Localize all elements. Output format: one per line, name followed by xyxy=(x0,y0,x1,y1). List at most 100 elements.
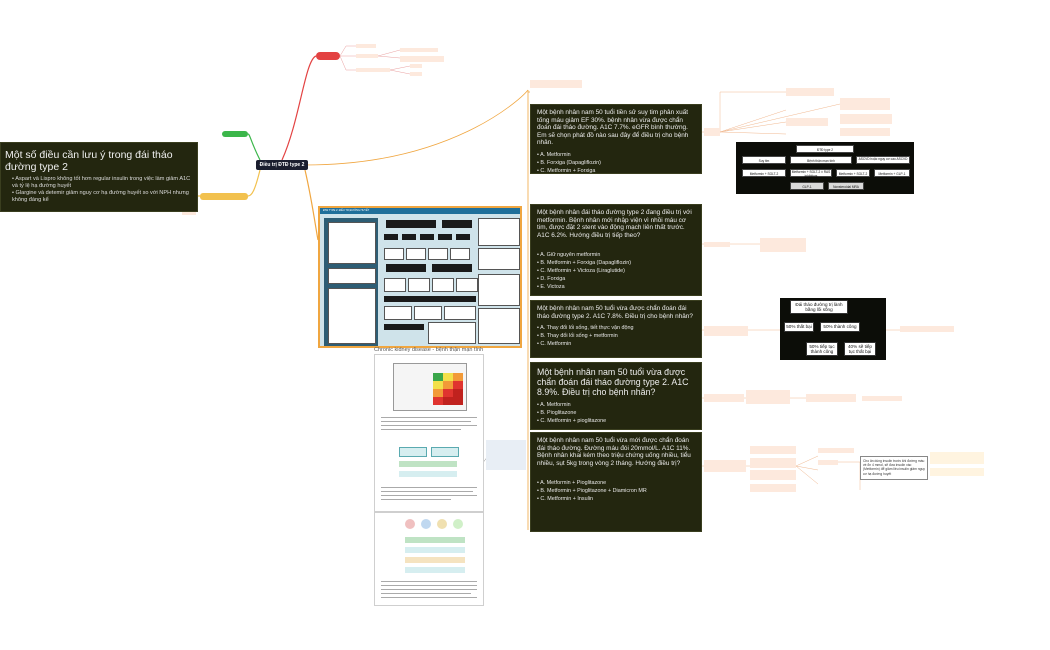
case5-sub-note[interactable] xyxy=(750,470,796,480)
case3-answer-note[interactable] xyxy=(704,326,748,336)
text-line xyxy=(381,421,471,422)
flow-ascvd[interactable]: ASCVD hoặc nguy cơ cao ASCVD xyxy=(856,156,910,164)
case5-sub-note[interactable] xyxy=(750,446,796,454)
figure-icon xyxy=(453,519,463,529)
ckd-guideline-page[interactable] xyxy=(374,354,484,512)
flow-glp1[interactable]: GLP-1 xyxy=(790,182,824,190)
case4-sub-note[interactable] xyxy=(746,390,790,404)
red-subnode[interactable] xyxy=(356,54,378,58)
case-card-4[interactable]: Một bệnh nhân nam 50 tuổi vừa được chẩn … xyxy=(530,362,702,430)
case5-sub-note[interactable] xyxy=(930,452,984,464)
red-subnode[interactable] xyxy=(356,68,390,72)
heatmap-cell xyxy=(453,397,463,405)
poster-title: ĐTĐ TYPE 2: ĐIỀU TRỊ ĐƯỜNG HUYẾT xyxy=(320,208,520,214)
case-option[interactable]: B. Forxiga (Dapagliflozin) xyxy=(537,159,695,167)
case-card-2[interactable]: Một bệnh nhân đái tháo đường type 2 đang… xyxy=(530,204,702,296)
case-option[interactable]: A. Metformin xyxy=(537,151,695,159)
case-question: Một bệnh nhân nam 50 tuổi vừa mới được c… xyxy=(537,437,691,467)
poster-box xyxy=(428,322,476,344)
heatmap-cell xyxy=(443,373,453,381)
case-option[interactable]: B. Pioglitazone xyxy=(537,409,695,417)
flow-mra[interactable]: Nonsteroidal MRA xyxy=(828,182,864,190)
case-header-note[interactable] xyxy=(530,80,582,88)
poster-box xyxy=(478,308,520,344)
case1-sub-note[interactable] xyxy=(840,128,890,136)
ladder-continue-success[interactable]: 50% tiếp tục thành công xyxy=(806,342,838,356)
case1-sub-note[interactable] xyxy=(786,118,828,126)
case-options: A. Metformin + Pioglitazone B. Metformin… xyxy=(537,479,695,503)
flow-option[interactable]: Metformin + SGLT-2 xyxy=(836,169,870,177)
ladder-top[interactable]: Đái tháo đường trị lành bằng lối sống xyxy=(790,300,848,314)
case-options: A. Metformin B. Pioglitazone C. Metformi… xyxy=(537,401,695,425)
red-branch-node[interactable] xyxy=(316,52,340,60)
case3-sub-note[interactable] xyxy=(900,326,954,332)
red-subnode[interactable] xyxy=(400,56,444,62)
case5-sub-note[interactable] xyxy=(750,458,796,468)
case-option[interactable]: A. Metformin xyxy=(537,401,695,409)
ladder-continue-fail[interactable]: 40% sẽ tiếp tục thất bại xyxy=(844,342,876,356)
case4-sub-note[interactable] xyxy=(806,394,856,402)
red-subnode[interactable] xyxy=(356,44,376,48)
ladder-success[interactable]: 50% thành công xyxy=(820,322,860,332)
ckd-title: Chronic kidney disease - bệnh thận mạn t… xyxy=(374,347,484,353)
figure-icon xyxy=(421,519,431,529)
treatment-algorithm-poster[interactable]: ĐTĐ TYPE 2: ĐIỀU TRỊ ĐƯỜNG HUYẾT xyxy=(318,206,522,348)
case-option[interactable]: B. Thay đổi lối sống + metformin xyxy=(537,332,695,340)
case-option[interactable]: C. Metformin xyxy=(537,340,695,348)
yellow-branch-node[interactable] xyxy=(200,193,248,200)
poster-node xyxy=(442,220,472,228)
green-branch-node[interactable] xyxy=(222,131,248,137)
case-option[interactable]: C. Metformin + pioglitazone xyxy=(537,417,695,425)
case4-sub-note[interactable] xyxy=(862,396,902,401)
case5-sub-note[interactable] xyxy=(750,484,796,492)
insulin-note[interactable]: Cho ăn dùng insulin trước khi đường máu … xyxy=(860,456,928,480)
case4-answer-note[interactable] xyxy=(704,394,744,402)
heatmap-cell xyxy=(453,373,463,381)
case1-sub-note[interactable] xyxy=(840,114,892,124)
case-option[interactable]: C. Metformin + Victoza (Liraglutide) xyxy=(537,267,695,275)
case5-answer-note[interactable] xyxy=(704,460,746,472)
flow-option[interactable]: Metformin + SGLT-2 xyxy=(742,169,786,177)
red-subnode[interactable] xyxy=(400,48,438,52)
case-option[interactable]: C. Metformin + Insulin xyxy=(537,495,695,503)
central-topic-node[interactable]: Điều trị ĐTĐ type 2 xyxy=(256,160,308,170)
case5-sub-note[interactable] xyxy=(818,448,854,453)
heatmap-cell xyxy=(433,397,443,405)
case-option[interactable]: A. Giữ nguyên metformin xyxy=(537,251,695,259)
figure-row xyxy=(405,557,465,563)
poster-box xyxy=(478,248,520,270)
case2-sub-note[interactable] xyxy=(760,238,806,252)
red-subnode[interactable] xyxy=(410,72,422,76)
case-question: Một bệnh nhân đái tháo đường type 2 đang… xyxy=(537,209,692,239)
case-card-5[interactable]: Một bệnh nhân nam 50 tuổi vừa mới được c… xyxy=(530,432,702,532)
case-option[interactable]: B. Metformin + Pioglitazone + Diamicron … xyxy=(537,487,695,495)
case-option[interactable]: D. Forxiga xyxy=(537,275,695,283)
case-option[interactable]: C. Metformin + Forxiga xyxy=(537,167,695,175)
case-card-1[interactable]: Một bệnh nhân nam 50 tuổi tiền sử suy ti… xyxy=(530,104,702,174)
flow-option[interactable]: Metformin + GLP-1 xyxy=(874,169,910,177)
case-option[interactable]: B. Metformin + Forxiga (Dapagliflozin) xyxy=(537,259,695,267)
poster-box xyxy=(328,288,376,344)
flow-top[interactable]: ĐTĐ type 2 xyxy=(796,145,854,153)
case-option[interactable]: E. Victoza xyxy=(537,283,695,291)
case-options: A. Metformin B. Forxiga (Dapagliflozin) … xyxy=(537,151,695,175)
case-card-3[interactable]: Một bệnh nhân nam 50 tuổi vừa được chẩn … xyxy=(530,300,702,358)
ckd-figure-page[interactable] xyxy=(374,512,484,606)
case1-sub-note[interactable] xyxy=(840,98,890,110)
red-subnode[interactable] xyxy=(410,64,422,68)
flow-ckd[interactable]: Bệnh thận mạn tính xyxy=(790,156,852,164)
case-option[interactable]: A. Thay đổi lối sống, tiết thực vận động xyxy=(537,324,695,332)
left-note-tag[interactable] xyxy=(182,212,196,215)
ckd-side-note[interactable] xyxy=(486,440,526,470)
case1-sub-note[interactable] xyxy=(786,88,834,96)
flow-option[interactable]: Metformin + SGLT-2 ± RAS inhibitors xyxy=(790,169,832,178)
text-line xyxy=(381,499,451,500)
case5-sub-note[interactable] xyxy=(818,460,838,465)
case5-sub-note[interactable] xyxy=(930,468,984,476)
case1-answer-note[interactable] xyxy=(704,128,720,136)
ladder-fail[interactable]: 50% thất bại xyxy=(784,322,814,332)
heatmap-cell xyxy=(443,397,453,405)
case2-answer-note[interactable] xyxy=(704,242,730,247)
case-option[interactable]: A. Metformin + Pioglitazone xyxy=(537,479,695,487)
flow-heart-failure[interactable]: Suy tim xyxy=(742,156,786,164)
